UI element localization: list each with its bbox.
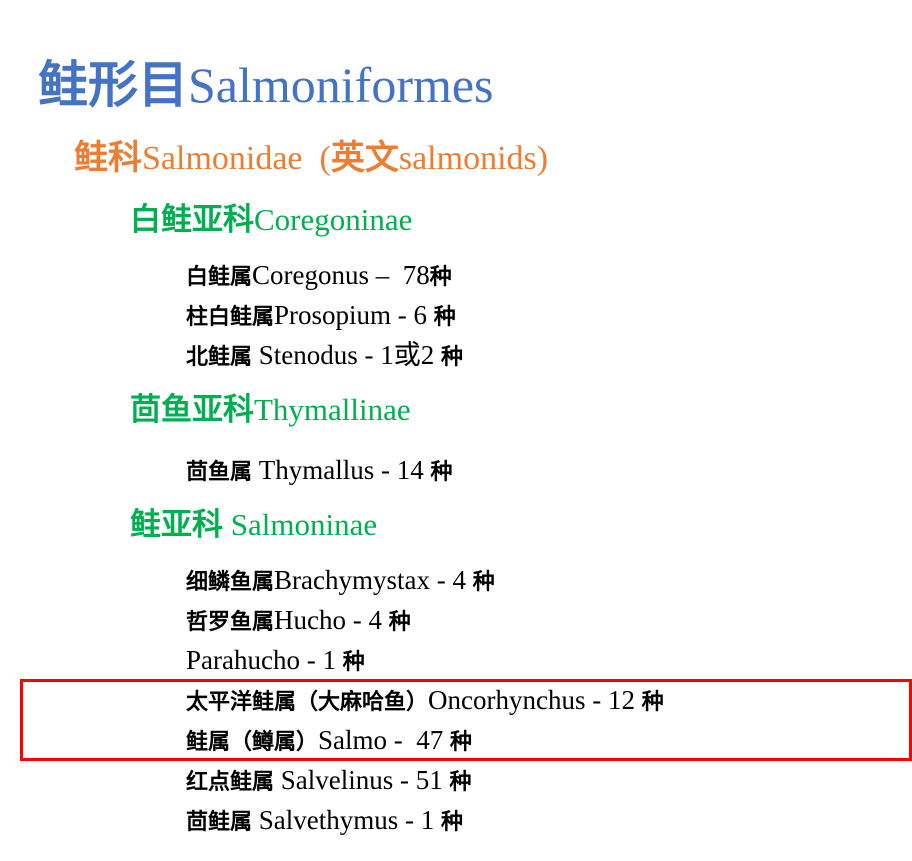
genus-item: 茴鲑属 Salvethymus - 1 种 <box>186 807 463 834</box>
subfamily-cn: 鲑亚科 <box>130 507 223 542</box>
genus-cn: 北鲑属 <box>186 345 253 370</box>
genus-unit: 种 <box>641 690 664 715</box>
genus-text: Hucho - 4 <box>274 605 389 635</box>
family-note-en: salmonids) <box>398 140 549 177</box>
genus-item: 白鲑属Coregonus – 78种 <box>186 262 452 289</box>
subfamily-heading: 鲑亚科 Salmoninae <box>130 509 377 540</box>
genus-text: Parahucho - 1 <box>186 645 343 675</box>
order-cn: 鲑形目 <box>38 57 188 113</box>
genus-unit: 种 <box>433 305 456 330</box>
genus-cn: 细鳞鱼属 <box>186 570 275 595</box>
genus-cn: 柱白鲑属 <box>186 305 275 330</box>
genus-item: 鲑属（鳟属）Salmo - 47 种 <box>186 727 472 754</box>
subfamily-en: Coregoninae <box>254 202 413 237</box>
genus-unit: 种 <box>441 345 464 370</box>
family-heading: 鲑科Salmonidae (英文salmonids) <box>74 142 548 176</box>
genus-unit: 种 <box>342 650 365 675</box>
genus-cn: 茴鲑属 <box>186 810 253 835</box>
genus-item: 北鲑属 Stenodus - 1或2 种 <box>186 342 463 369</box>
family-en: Salmonidae <box>142 140 303 177</box>
genus-text: Coregonus – 78 <box>252 260 430 290</box>
genus-text: Salvelinus - 51 <box>274 765 450 795</box>
genus-text: Stenodus - 1或2 <box>252 340 442 370</box>
genus-item: 柱白鲑属Prosopium - 6 种 <box>186 302 456 329</box>
genus-text: Salvethymus - 1 <box>252 805 442 835</box>
genus-text: Salmo - 47 <box>318 725 451 755</box>
genus-cn: 鲑属（鳟属） <box>186 730 319 755</box>
genus-text: Oncorhynchus - 12 <box>428 685 642 715</box>
genus-cn: 哲罗鱼属 <box>186 610 275 635</box>
genus-cn: 太平洋鲑属（大麻哈鱼） <box>186 690 429 715</box>
genus-text: Prosopium - 6 <box>274 300 434 330</box>
highlight-box <box>20 679 912 761</box>
genus-unit: 种 <box>430 460 453 485</box>
genus-item: 茴鱼属 Thymallus - 14 种 <box>186 457 453 484</box>
order-en: Salmoniformes <box>188 57 494 113</box>
subfamily-en: Thymallinae <box>254 392 411 427</box>
genus-unit: 种 <box>472 570 495 595</box>
family-note-open: ( <box>302 140 331 177</box>
genus-item: 红点鲑属 Salvelinus - 51 种 <box>186 767 472 794</box>
genus-cn: 茴鱼属 <box>186 460 253 485</box>
genus-cn: 白鲑属 <box>186 265 253 290</box>
genus-unit: 种 <box>388 610 411 635</box>
genus-item: Parahucho - 1 种 <box>186 647 365 674</box>
genus-item: 太平洋鲑属（大麻哈鱼）Oncorhynchus - 12 种 <box>186 687 664 714</box>
subfamily-heading: 茴鱼亚科Thymallinae <box>130 394 411 425</box>
family-cn: 鲑科 <box>74 140 142 177</box>
subfamily-cn: 白鲑亚科 <box>130 202 254 237</box>
genus-text: Thymallus - 14 <box>252 455 431 485</box>
genus-unit: 种 <box>441 810 464 835</box>
subfamily-cn: 茴鱼亚科 <box>130 392 254 427</box>
family-note-cn: 英文 <box>330 140 399 177</box>
order-heading: 鲑形目Salmoniformes <box>38 60 494 110</box>
genus-unit: 种 <box>429 265 452 290</box>
subfamily-en: Salmoninae <box>223 507 378 542</box>
genus-item: 细鳞鱼属Brachymystax - 4 种 <box>186 567 495 594</box>
genus-cn: 红点鲑属 <box>186 770 275 795</box>
genus-text: Brachymystax - 4 <box>274 565 473 595</box>
subfamily-heading: 白鲑亚科Coregoninae <box>130 204 412 235</box>
genus-item: 哲罗鱼属Hucho - 4 种 <box>186 607 411 634</box>
genus-unit: 种 <box>449 770 472 795</box>
genus-unit: 种 <box>450 730 473 755</box>
